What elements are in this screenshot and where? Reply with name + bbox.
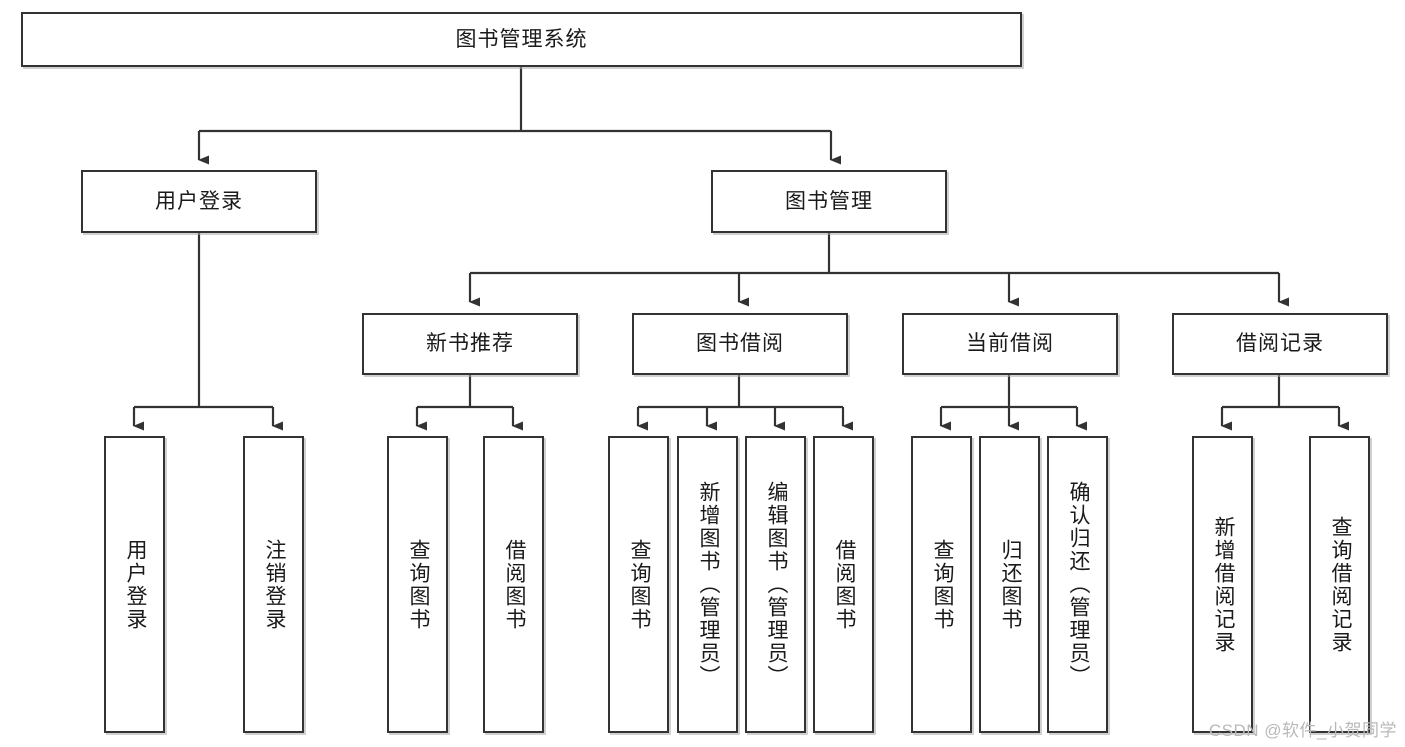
- node-leaf-edit-book[interactable]: 编辑图书（管理员）: [745, 436, 806, 733]
- node-borrow-record[interactable]: 借阅记录: [1172, 313, 1388, 375]
- node-leaf-query-borrow-record[interactable]: 查询借阅记录: [1309, 436, 1370, 733]
- node-leaf-confirm-return[interactable]: 确认归还（管理员）: [1047, 436, 1108, 733]
- node-label: 查询图书: [627, 538, 651, 631]
- node-label: 确认归还（管理员）: [1066, 481, 1090, 688]
- watermark-text: CSDN @软件_小贺同学: [1208, 721, 1397, 740]
- node-leaf-add-book[interactable]: 新增图书（管理员）: [677, 436, 738, 733]
- node-leaf-borrow-book[interactable]: 借阅图书: [813, 436, 874, 733]
- node-leaf-borrow-book-rec[interactable]: 借阅图书: [483, 436, 544, 733]
- node-leaf-query-book-current[interactable]: 查询图书: [911, 436, 972, 733]
- node-leaf-user-login[interactable]: 用户登录: [104, 436, 165, 733]
- node-book-manage[interactable]: 图书管理: [711, 170, 947, 233]
- node-label: 借阅图书: [832, 538, 856, 631]
- node-leaf-query-book-rec[interactable]: 查询图书: [387, 436, 448, 733]
- node-label: 图书管理系统: [455, 27, 588, 51]
- node-user-login[interactable]: 用户登录: [81, 170, 317, 233]
- node-label: 注销登录: [262, 538, 286, 631]
- node-leaf-add-borrow-record[interactable]: 新增借阅记录: [1192, 436, 1253, 733]
- node-new-book-recommend[interactable]: 新书推荐: [362, 313, 578, 375]
- node-label: 编辑图书（管理员）: [764, 481, 788, 688]
- node-label: 新书推荐: [426, 332, 514, 356]
- node-book-borrow[interactable]: 图书借阅: [632, 313, 848, 375]
- node-label: 查询图书: [406, 538, 430, 631]
- node-root-book-management-system[interactable]: 图书管理系统: [21, 12, 1022, 67]
- node-label: 当前借阅: [966, 332, 1054, 356]
- node-label: 图书借阅: [696, 332, 784, 356]
- node-label: 借阅图书: [502, 538, 526, 631]
- node-leaf-return-book[interactable]: 归还图书: [979, 436, 1040, 733]
- node-leaf-query-book-borrow[interactable]: 查询图书: [608, 436, 669, 733]
- node-label: 归还图书: [998, 538, 1022, 631]
- node-label: 用户登录: [123, 538, 147, 631]
- node-label: 查询图书: [930, 538, 954, 631]
- node-current-borrow[interactable]: 当前借阅: [902, 313, 1118, 375]
- node-label: 新增图书（管理员）: [696, 481, 720, 688]
- node-label: 查询借阅记录: [1328, 515, 1352, 654]
- node-leaf-logout[interactable]: 注销登录: [243, 436, 304, 733]
- node-label: 图书管理: [785, 189, 873, 213]
- node-label: 新增借阅记录: [1211, 515, 1235, 654]
- node-label: 借阅记录: [1236, 332, 1324, 356]
- node-label: 用户登录: [155, 189, 243, 213]
